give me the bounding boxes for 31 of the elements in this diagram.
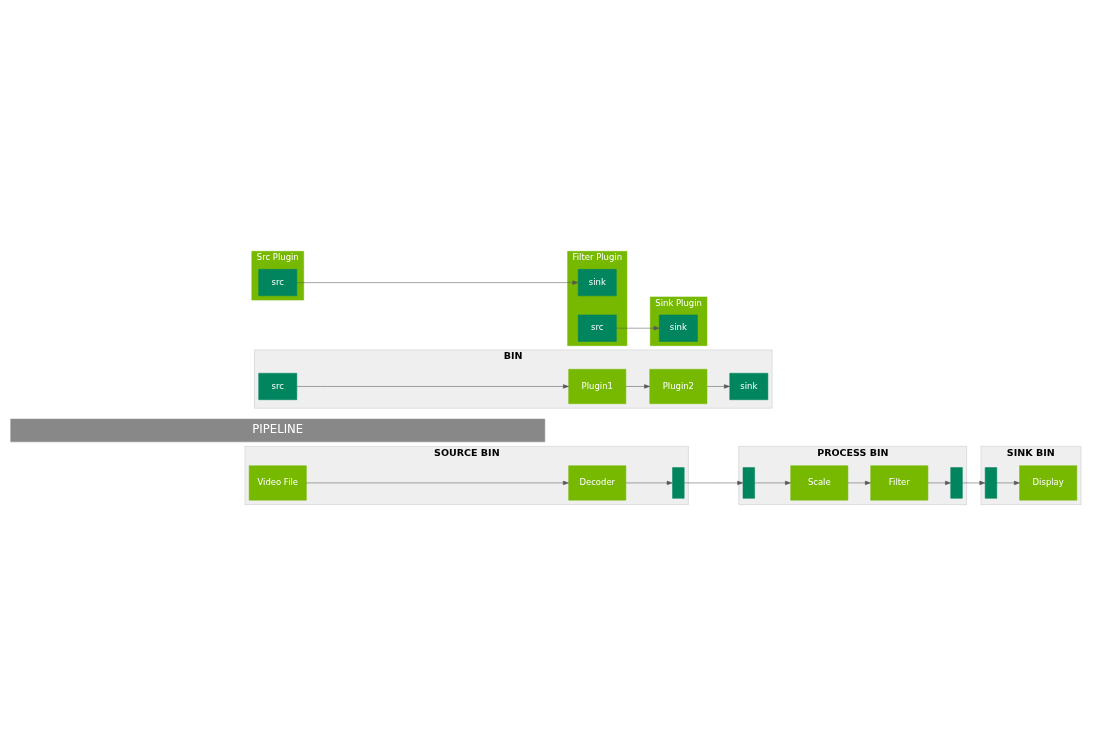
node-box: Decoder (568, 464, 627, 500)
node-box (742, 466, 755, 499)
arrow (847, 480, 871, 485)
node-box: sink (659, 314, 698, 342)
arrow (927, 480, 951, 485)
node-box: Plugin1 (568, 368, 627, 404)
node-box: PIPELINE (10, 418, 546, 442)
arrow (296, 383, 569, 389)
node-box: Filter (870, 464, 929, 500)
node-box: sink (729, 372, 769, 400)
node-box: Scale (790, 464, 849, 500)
node-box (984, 466, 998, 499)
node-box: Video File (248, 464, 307, 500)
node-box: Plugin2 (649, 368, 708, 404)
node-box: Display (1019, 464, 1078, 500)
node-box: src (258, 372, 298, 400)
arrow (706, 383, 730, 389)
arrow (625, 383, 650, 389)
arrow (996, 480, 1020, 485)
node-box (672, 466, 685, 499)
arrow (306, 480, 569, 485)
arrow (962, 480, 986, 485)
arrow (684, 480, 744, 485)
node-box: sink (577, 268, 617, 296)
arrow (296, 280, 579, 285)
node-box: src (577, 314, 617, 342)
node-box: src (258, 268, 298, 296)
arrow (616, 325, 660, 330)
arrow (754, 480, 791, 485)
node-box (950, 466, 963, 499)
arrow (625, 480, 673, 485)
